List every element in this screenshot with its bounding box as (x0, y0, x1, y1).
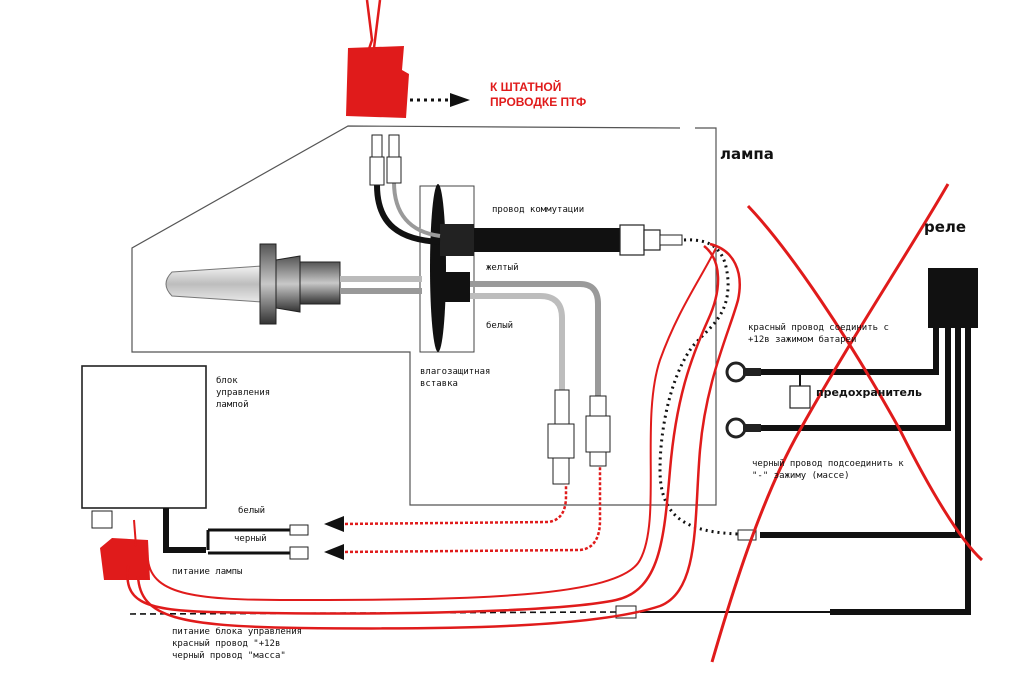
label-relay: реле (924, 218, 967, 236)
label-black-unit: черный (234, 534, 267, 544)
label-lamp-power: питание лампы (172, 567, 243, 577)
red-wire-black (339, 466, 602, 554)
label-red-wire-note: красный провод соединить с+12в зажимом б… (748, 323, 889, 345)
relay-connector-mid (737, 529, 757, 541)
top-wire-right (392, 181, 441, 238)
label-black-wire-note: черный провод подсоединить к"-" зажиму (… (752, 459, 904, 481)
red-cross-relay (710, 183, 984, 663)
lamp-wire-block (440, 272, 470, 302)
switch-connector (619, 224, 683, 256)
label-fuse: предохранитель (816, 386, 922, 399)
top-wire-left (374, 184, 441, 245)
seal-insert-disc (430, 184, 446, 352)
red-arrowhead-1 (324, 516, 344, 532)
red-lead-bottom (133, 519, 137, 547)
label-white-unit: белый (238, 506, 266, 516)
control-unit-port (91, 510, 113, 529)
ring-terminals (725, 361, 761, 439)
arrow-head-fog (450, 93, 470, 107)
label-yellow: желтый (486, 263, 519, 273)
control-unit (81, 365, 207, 509)
red-wire-top (365, 0, 382, 53)
relay-wires (760, 328, 971, 615)
relay-body (928, 268, 978, 328)
white-wire (470, 293, 565, 392)
label-switch-wire: провод коммутации (492, 205, 585, 215)
fuse (789, 385, 811, 409)
dotted-route-switch (658, 238, 739, 536)
switch-wire-boot (440, 224, 474, 256)
red-supply-loop-1 (126, 245, 720, 615)
yellow-wire (470, 281, 601, 398)
red-arrowhead-2 (324, 544, 344, 560)
label-white-lamp: белый (486, 321, 514, 331)
xenon-bulb (165, 243, 422, 325)
red-block-top (346, 46, 409, 118)
unit-out-wires (206, 528, 290, 555)
unit-out-connectors (289, 524, 309, 560)
label-lamp: лампа (720, 145, 774, 163)
red-supply-loop-3 (147, 247, 717, 602)
lamp-housing-outline (131, 125, 717, 506)
lamp-power-cable (163, 508, 206, 553)
top-terminals (369, 134, 402, 186)
seal-insert (419, 185, 475, 353)
red-block-bottom (100, 538, 150, 580)
red-supply-loop-2 (136, 242, 741, 630)
red-wire-white (339, 484, 568, 526)
lamp-connectors (547, 389, 611, 485)
